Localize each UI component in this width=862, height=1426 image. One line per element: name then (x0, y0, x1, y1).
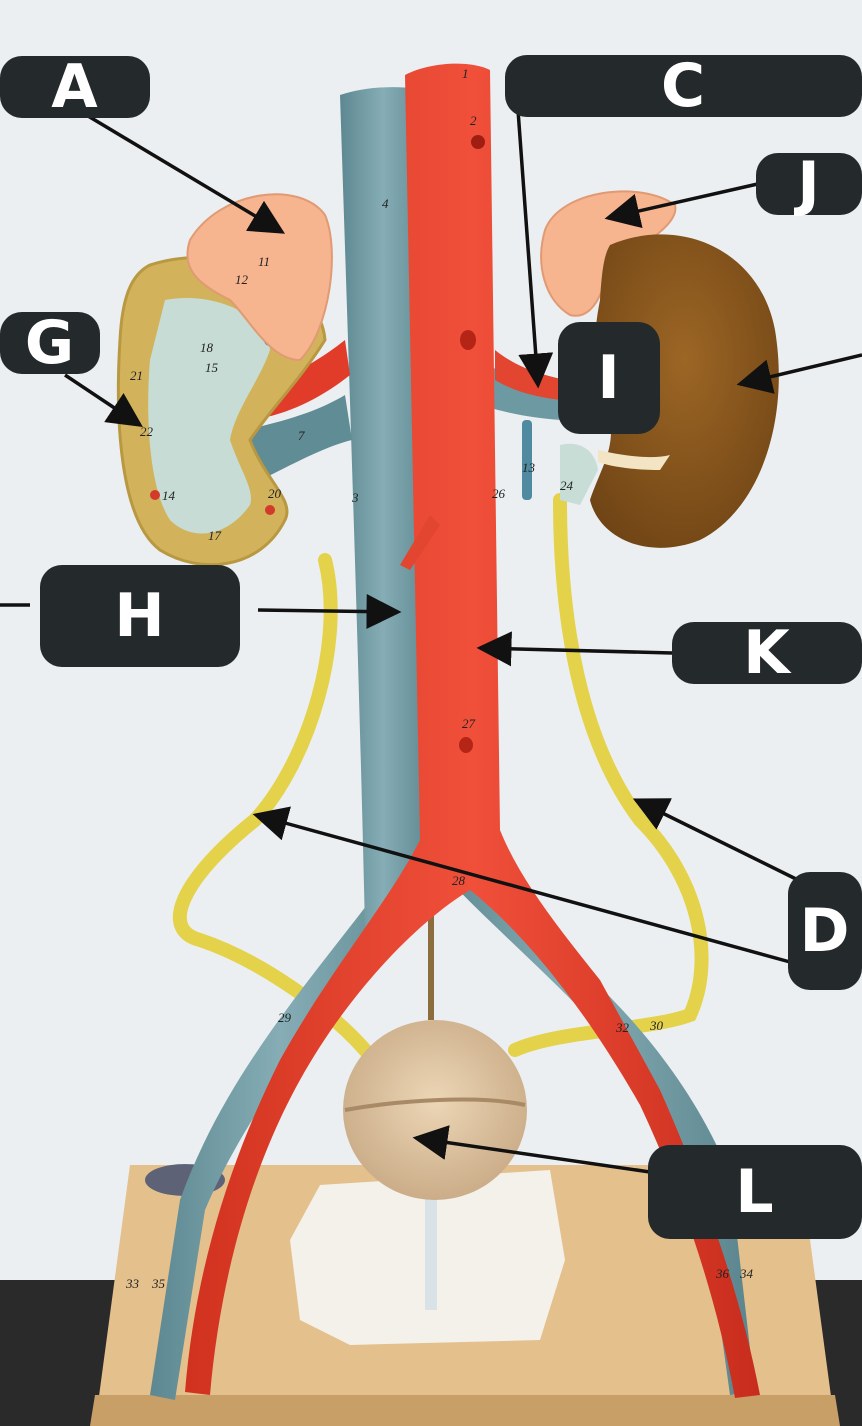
pointer-D-upper (632, 798, 799, 882)
model-number: 11 (258, 254, 270, 269)
label-G-text: G (24, 308, 76, 378)
renal-vein-left (240, 395, 352, 478)
kidney-right (590, 234, 779, 548)
gonadal-vein (522, 420, 532, 500)
label-D-text: D (799, 896, 851, 966)
label-G: G (0, 308, 100, 378)
label-K: K (672, 618, 862, 688)
model-number: 7 (298, 428, 305, 443)
model-number: 36 (715, 1266, 730, 1281)
model-number: 13 (522, 460, 536, 475)
label-I: I (558, 322, 660, 434)
model-number: 1 (462, 66, 469, 81)
gonadal-artery (400, 515, 440, 570)
model-number: 12 (235, 272, 249, 287)
label-J: J (756, 149, 862, 219)
pointer-right-kidney (736, 353, 862, 394)
model-number: 32 (615, 1020, 630, 1035)
model-number: 29 (278, 1010, 292, 1025)
model-number: 34 (739, 1266, 754, 1281)
model-number: 15 (205, 360, 219, 375)
model-number: 27 (462, 716, 476, 731)
label-H: H (40, 565, 240, 667)
label-A-text: A (51, 52, 99, 122)
pointer-H (257, 594, 402, 630)
label-L: L (648, 1145, 862, 1239)
urinary-bladder (343, 1020, 527, 1200)
label-C: C (505, 51, 862, 121)
model-number: 17 (208, 528, 222, 543)
label-I-text: I (597, 343, 621, 413)
model-number: 26 (492, 486, 506, 501)
model-number: 3 (351, 490, 359, 505)
pointer-L (412, 1125, 651, 1174)
stand-rod (428, 880, 434, 1020)
label-J-text: J (797, 149, 821, 219)
label-A: A (0, 52, 150, 122)
model-number: 18 (200, 340, 214, 355)
iliac-vein-right (430, 860, 755, 1395)
label-K-text: K (743, 618, 791, 688)
model-number: 22 (140, 424, 154, 439)
pointer-D-lower (252, 806, 791, 964)
model-number: 14 (162, 488, 176, 503)
model-number: 2 (470, 113, 477, 128)
model-number: 21 (130, 368, 143, 383)
model-number: 28 (452, 873, 466, 888)
model-number: 24 (560, 478, 574, 493)
model-number: 30 (649, 1018, 664, 1033)
adrenal-gland-left (186, 193, 333, 362)
model-number: 20 (268, 486, 282, 501)
pointer-K (476, 631, 673, 667)
pointer-C (516, 109, 554, 389)
label-D: D (788, 872, 862, 990)
pointer-G (64, 373, 143, 427)
label-C-text: C (660, 51, 707, 121)
ureter-left (172, 553, 372, 1057)
model-number: 33 (125, 1276, 140, 1291)
pointer-J (604, 181, 763, 229)
model-number: 4 (382, 196, 389, 211)
label-L-text: L (735, 1157, 775, 1227)
model-number: 35 (151, 1276, 166, 1291)
label-H-text: H (114, 581, 166, 651)
pointer-A (77, 108, 286, 234)
aorta (185, 63, 760, 1399)
